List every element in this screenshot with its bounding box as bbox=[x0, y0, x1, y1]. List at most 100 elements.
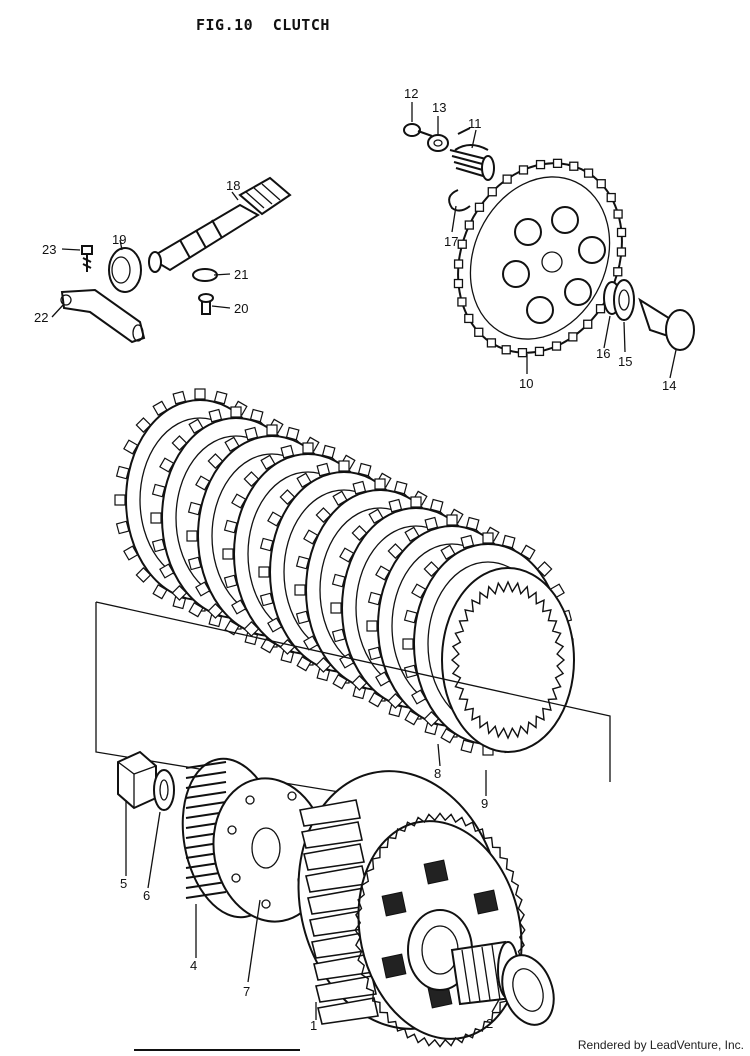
plate-tooth bbox=[457, 239, 467, 249]
steel-plate-teeth bbox=[450, 580, 566, 740]
plate-tab bbox=[230, 406, 242, 418]
plate-tooth bbox=[464, 313, 474, 324]
plate-tooth bbox=[453, 259, 464, 269]
housing-slat bbox=[317, 997, 379, 1025]
plate-tooth bbox=[535, 159, 546, 170]
callout-1: 1 bbox=[310, 1018, 317, 1033]
plate-tooth bbox=[502, 174, 512, 184]
credit-line: Rendered by LeadVenture, Inc. bbox=[577, 1038, 744, 1052]
plate-tooth bbox=[596, 179, 606, 189]
hub-spline bbox=[185, 891, 227, 899]
plate-tooth bbox=[453, 278, 464, 289]
hub-spline bbox=[185, 771, 227, 779]
leader-lines bbox=[51, 102, 677, 1051]
housing-slat bbox=[303, 843, 365, 871]
callout-8: 8 bbox=[434, 766, 441, 781]
plate-tooth bbox=[606, 192, 616, 203]
callout-9: 9 bbox=[481, 796, 488, 811]
hub-hole bbox=[261, 899, 271, 909]
hub-spline bbox=[185, 791, 227, 799]
plate-tab bbox=[258, 566, 270, 578]
release-arm-group bbox=[60, 176, 292, 344]
plate-tooth bbox=[595, 304, 606, 314]
hub-hole bbox=[245, 795, 255, 805]
callout-7: 7 bbox=[243, 984, 250, 999]
callout-19: 19 bbox=[112, 232, 126, 247]
hub-and-housing-group bbox=[117, 750, 555, 1048]
plate-tab bbox=[266, 424, 278, 436]
plate-tooth bbox=[517, 348, 528, 358]
callout-17: 17 bbox=[444, 234, 458, 249]
plate-tooth bbox=[464, 220, 474, 230]
plate-tab bbox=[482, 532, 494, 544]
hub-spline bbox=[185, 881, 227, 889]
steel-plate bbox=[441, 567, 575, 753]
plate-tab bbox=[194, 388, 206, 400]
callout-numbers: 1 2 4 5 6 7 8 9 10 11 12 13 14 15 16 17 … bbox=[34, 86, 676, 1033]
plate-tab bbox=[222, 548, 234, 560]
housing-gear-teeth bbox=[354, 812, 526, 1048]
figure-title: FIG.10 CLUTCH bbox=[196, 16, 340, 34]
plate-tab bbox=[150, 512, 162, 524]
hub-hole bbox=[231, 873, 241, 883]
pressure-plate-group bbox=[403, 123, 695, 358]
callout-15: 15 bbox=[618, 354, 632, 369]
plate-tooth bbox=[613, 267, 623, 277]
plate-tooth bbox=[616, 247, 627, 257]
housing-slat bbox=[299, 799, 361, 827]
callout-10: 10 bbox=[519, 376, 533, 391]
plate-tooth bbox=[518, 165, 529, 175]
callout-4: 4 bbox=[190, 958, 197, 973]
hub-spline bbox=[185, 781, 227, 789]
clutch-plate-stack bbox=[114, 388, 575, 756]
hub-hole bbox=[227, 825, 237, 835]
plate-tooth bbox=[569, 161, 579, 171]
plate-tooth bbox=[613, 209, 623, 219]
plate-tab bbox=[330, 602, 342, 614]
hub-spline bbox=[185, 761, 227, 769]
housing-slat bbox=[301, 821, 363, 849]
callout-13: 13 bbox=[432, 100, 446, 115]
plate-tooth bbox=[474, 202, 485, 212]
plate-tab bbox=[338, 460, 350, 472]
plate-tab bbox=[302, 442, 314, 454]
callout-11: 11 bbox=[468, 116, 482, 131]
plate-tab bbox=[402, 638, 414, 650]
plate-tooth bbox=[583, 319, 593, 329]
callout-5: 5 bbox=[120, 876, 127, 891]
callout-20: 20 bbox=[234, 301, 248, 316]
plate-tab bbox=[366, 620, 378, 632]
plate-tooth bbox=[486, 338, 497, 348]
housing-window bbox=[381, 953, 407, 979]
housing-slat bbox=[315, 975, 377, 1003]
callout-21: 21 bbox=[234, 267, 248, 282]
callout-12: 12 bbox=[404, 86, 418, 101]
figure-number: FIG.10 bbox=[196, 16, 254, 34]
plate-tooth bbox=[552, 158, 563, 168]
housing-window bbox=[423, 859, 449, 885]
plate-tab bbox=[374, 478, 386, 490]
plate-tooth bbox=[616, 227, 627, 238]
callout-23: 23 bbox=[42, 242, 56, 257]
plate-tooth bbox=[551, 341, 562, 351]
callout-6: 6 bbox=[143, 888, 150, 903]
plate-tooth bbox=[583, 168, 594, 178]
plate-tooth bbox=[534, 346, 545, 357]
plate-tab bbox=[294, 584, 306, 596]
figure-name: CLUTCH bbox=[272, 16, 330, 34]
callout-18: 18 bbox=[226, 178, 240, 193]
callout-14: 14 bbox=[662, 378, 676, 393]
housing-window bbox=[473, 889, 499, 915]
hub-hole bbox=[287, 791, 297, 801]
plate-tab bbox=[186, 530, 198, 542]
plate-tab bbox=[446, 514, 458, 526]
callout-22: 22 bbox=[34, 310, 48, 325]
callout-16: 16 bbox=[596, 346, 610, 361]
spring-icon bbox=[449, 149, 495, 181]
housing-window bbox=[381, 891, 407, 917]
plate-tooth bbox=[568, 332, 578, 342]
plate-tab bbox=[410, 496, 422, 508]
plate-tab bbox=[114, 494, 126, 506]
